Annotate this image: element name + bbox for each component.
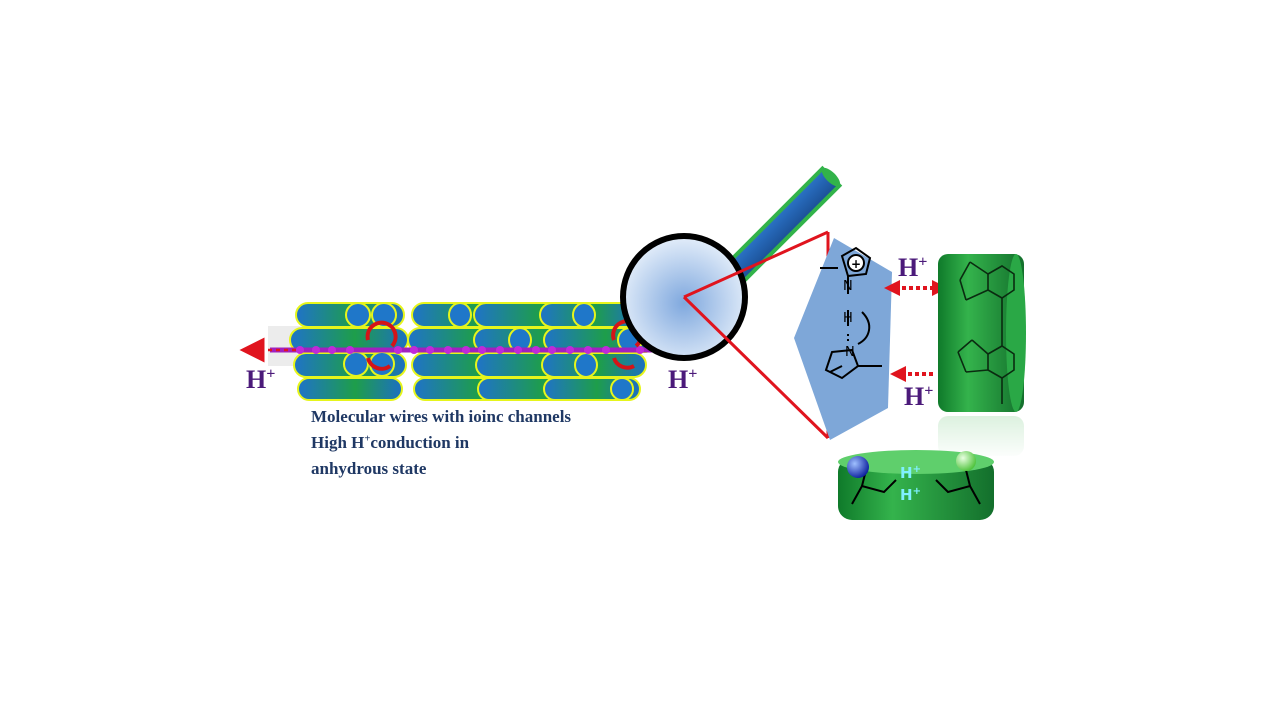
molecular-wire-bundle — [239, 302, 657, 401]
imidazolium-ring — [820, 246, 872, 345]
blue-ion-ball — [847, 456, 869, 478]
imidazole-ring — [824, 348, 882, 380]
proton-label-left: H+ — [246, 365, 276, 394]
proton-label-top-right: H+ — [898, 253, 928, 282]
pentagon-backdrop — [794, 238, 892, 440]
inner-proton-label-2: H+ — [900, 486, 921, 504]
caption-line-3: anhydrous state — [311, 459, 427, 478]
host-cylinder-bottom: H+ H+ — [838, 450, 994, 520]
ion-channel-wire — [270, 346, 652, 354]
proton-label-center: H+ — [668, 365, 698, 394]
molecule-plus: + — [851, 257, 861, 271]
inner-proton-label-1: H+ — [900, 464, 921, 482]
host-cylinder-right — [938, 254, 1026, 460]
molecule-h-bridge: H — [843, 311, 853, 326]
proton-label-bottom-right: H+ — [904, 382, 934, 411]
rod-row-bottom — [297, 377, 641, 401]
caption-line-1: Molecular wires with ioinc channels — [311, 407, 572, 426]
molecule-n-bottom: N — [845, 345, 855, 360]
host-molecule-structure — [957, 261, 1015, 404]
zoomed-molecule-panel: + N H N — [794, 238, 892, 440]
molecule-n-top: N — [843, 279, 853, 294]
green-ion-ball — [956, 451, 976, 471]
caption-line-2: High H+conduction in — [311, 433, 470, 452]
figure-caption: Molecular wires with ioinc channels High… — [311, 404, 571, 482]
